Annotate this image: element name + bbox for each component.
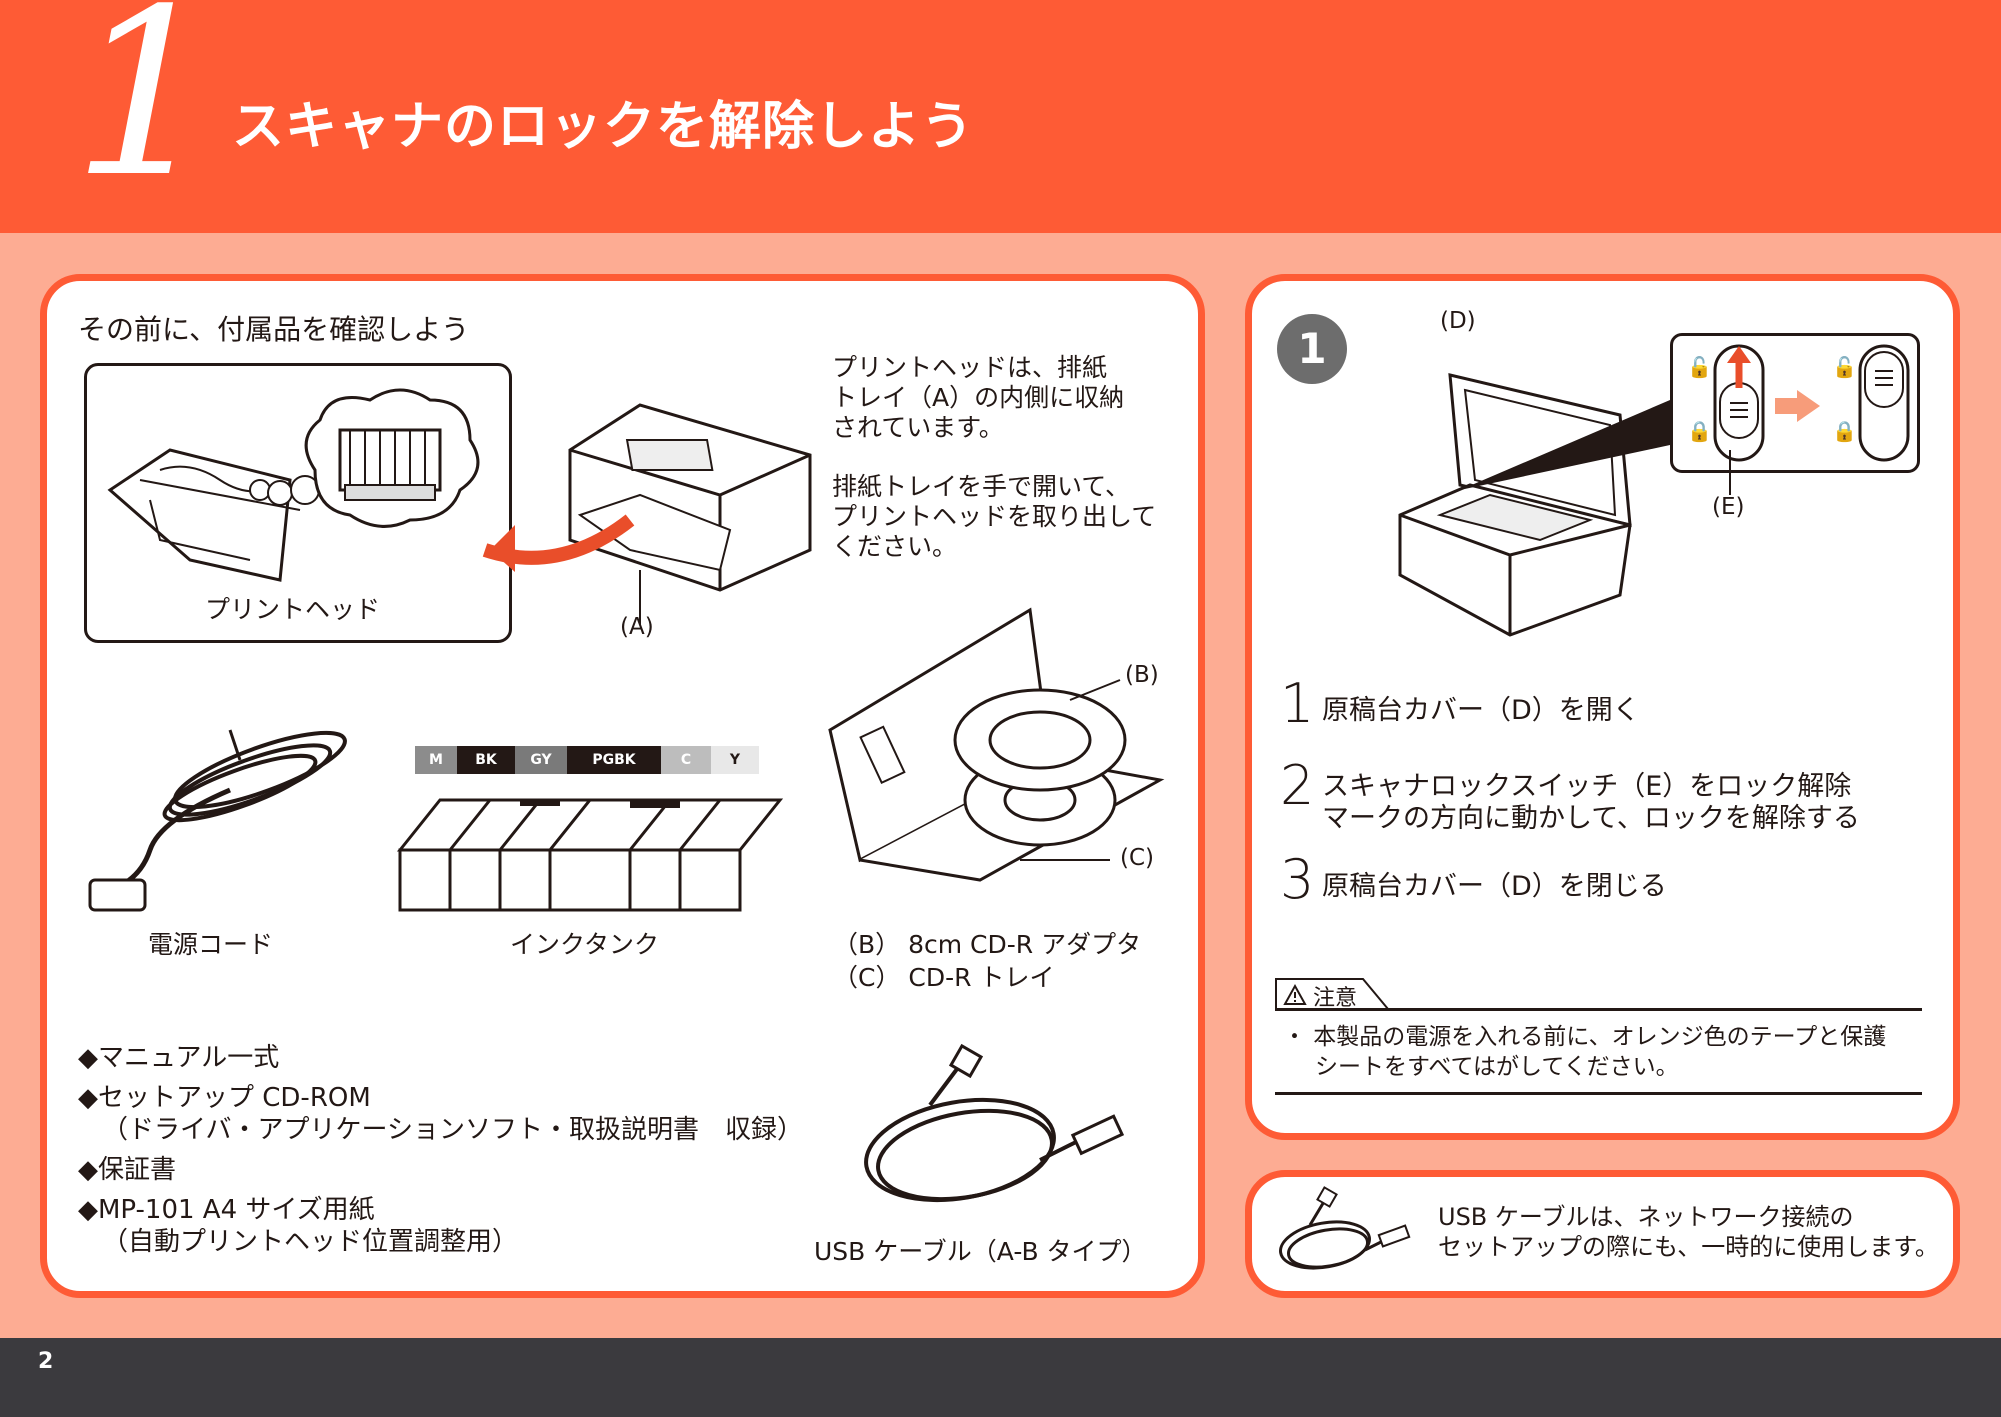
ink-color-bk: BK (457, 746, 515, 774)
ink-color-c: C (661, 746, 711, 774)
callout-e-line (1729, 450, 1731, 495)
page-title: スキャナのロックを解除しよう (232, 97, 975, 157)
printhead-note-2: 排紙トレイを手で開いて、 プリントヘッドを取り出して ください。 (832, 472, 1157, 561)
list-item: ◆セットアップ CD-ROM (78, 1083, 371, 1113)
scanner-open-lid-illustration (1398, 373, 1632, 637)
printhead-note-1: プリントヘッドは、排紙 トレイ（A）の内側に収納 されています。 (832, 353, 1125, 442)
printer-open-tray-illustration (482, 403, 812, 625)
list-item: ◆保証書 (78, 1155, 176, 1185)
ink-tank-label: インクタンク (510, 930, 660, 959)
list-item-sub: （ドライバ・アプリケーションソフト・取扱説明書 収録） (102, 1115, 803, 1145)
caution-text: ・ 本製品の電源を入れる前に、オレンジ色のテープと保護 シートをすべてはがしてく… (1283, 1024, 1887, 1080)
callout-d: (D) (1440, 308, 1476, 334)
page-header: 1 スキャナのロックを解除しよう (0, 0, 2001, 233)
callout-a: (A) (620, 614, 654, 640)
accessories-heading: その前に、付属品を確認しよう (78, 313, 470, 346)
cd-tray-illustration (828, 607, 1165, 882)
power-cord-illustration (88, 729, 347, 912)
power-cord-label: 電源コード (148, 930, 274, 959)
svg-text:🔓: 🔓 (1832, 355, 1857, 379)
callout-c: (C) (1120, 845, 1155, 871)
page-number: 2 (38, 1349, 54, 1374)
usb-cable-label: USB ケーブル（A-B タイプ） (814, 1237, 1147, 1266)
svg-text:🔒: 🔒 (1832, 419, 1857, 443)
lock-switch-diagram: 🔓 🔒 🔓 🔒 (1687, 344, 1910, 462)
cd-label-b: （B） 8cm CD-R アダプタ (833, 930, 1142, 959)
callout-e: (E) (1712, 494, 1745, 520)
caution-rule-bottom (1275, 1092, 1922, 1095)
callout-b: (B) (1125, 662, 1159, 688)
svg-text:🔒: 🔒 (1687, 419, 1712, 443)
printhead-label: プリントヘッド (205, 595, 381, 624)
usb-note-text: USB ケーブルは、ネットワーク接続の セットアップの際にも、一時的に使用します… (1438, 1203, 1939, 1261)
ink-color-y: Y (711, 746, 759, 774)
caution-tab (1275, 978, 1389, 1010)
cd-label-c: （C） CD-R トレイ (833, 963, 1055, 992)
ink-color-m: M (415, 746, 457, 774)
list-item-sub: （自動プリントヘッド位置調整用） (102, 1227, 519, 1257)
accessory-list: ◆マニュアル一式 ◆セットアップ CD-ROM （ドライバ・アプリケーションソフ… (78, 1042, 803, 1258)
ink-tanks-illustration (396, 798, 784, 912)
step-number: 1 (72, 0, 219, 228)
step-2-number: 2 (1280, 754, 1315, 817)
usb-cable-illustration (864, 1043, 1125, 1203)
svg-text:🔓: 🔓 (1687, 355, 1712, 379)
ink-color-gy: GY (515, 746, 567, 774)
ink-color-pgbk: PGBK (567, 746, 661, 774)
page-footer (0, 1338, 2001, 1417)
list-item: ◆MP-101 A4 サイズ用紙 (78, 1195, 375, 1225)
list-item: ◆マニュアル一式 (78, 1043, 280, 1073)
step-1-number: 1 (1280, 672, 1315, 735)
usb-cable-small-icon (1279, 1186, 1411, 1270)
printhead-illustration (107, 388, 480, 582)
caution-rule-top (1275, 1008, 1922, 1011)
step-3-number: 3 (1280, 848, 1315, 911)
caution-title: 注意 (1313, 986, 1358, 1011)
leader-lines (1460, 400, 1670, 490)
step-badge: 1 (1277, 314, 1347, 384)
ink-color-bar: M BK GY PGBK C Y (415, 746, 759, 774)
